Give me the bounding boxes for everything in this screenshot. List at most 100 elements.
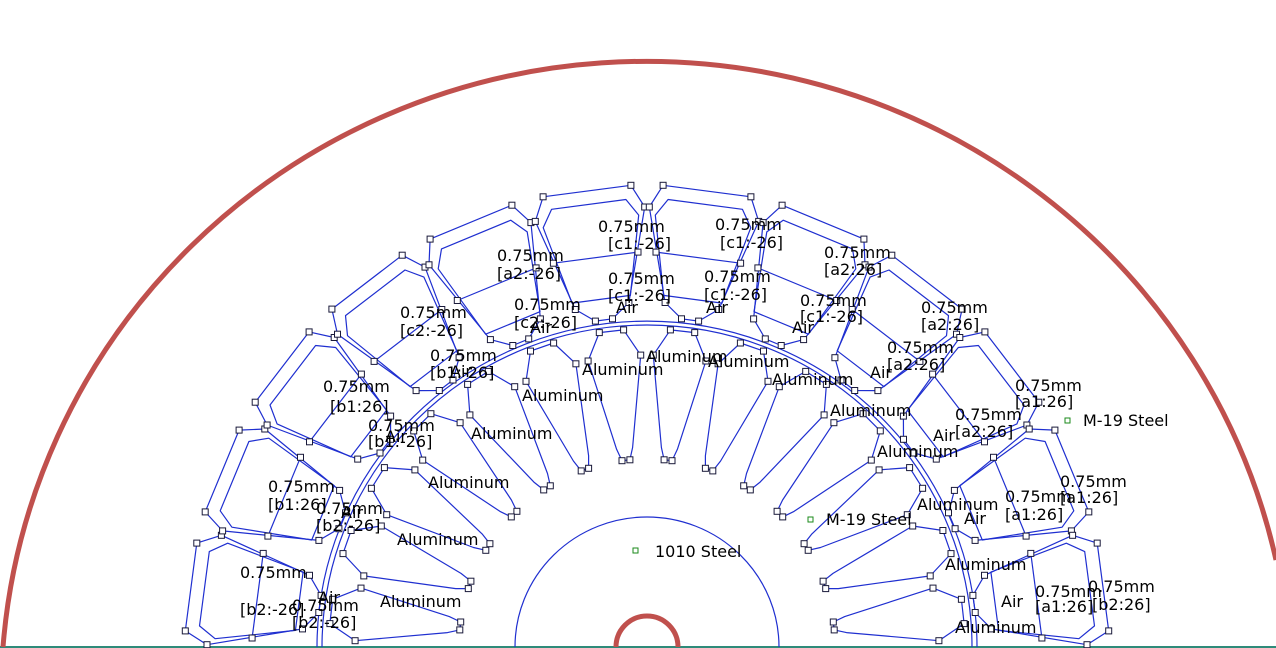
mesh-node[interactable] xyxy=(691,329,699,337)
mesh-node[interactable] xyxy=(219,527,227,535)
mesh-node[interactable] xyxy=(620,326,628,334)
mesh-node[interactable] xyxy=(874,387,882,395)
mesh-node[interactable] xyxy=(860,235,868,243)
mesh-node[interactable] xyxy=(264,532,272,540)
mesh-node[interactable] xyxy=(899,412,907,420)
mesh-node[interactable] xyxy=(1085,508,1093,516)
mesh-node[interactable] xyxy=(900,435,907,443)
mesh-node[interactable] xyxy=(929,370,937,378)
mesh-node[interactable] xyxy=(981,328,989,336)
mesh-node[interactable] xyxy=(549,259,557,267)
mesh-node[interactable] xyxy=(1083,641,1091,648)
mesh-node[interactable] xyxy=(666,326,674,334)
mesh-node[interactable] xyxy=(737,259,745,267)
mesh-node[interactable] xyxy=(618,457,626,465)
mesh-node[interactable] xyxy=(910,449,918,457)
mesh-node[interactable] xyxy=(370,357,378,365)
mesh-node[interactable] xyxy=(203,641,211,648)
mesh-node[interactable] xyxy=(916,357,924,365)
mesh-node[interactable] xyxy=(939,527,947,534)
block-marker[interactable] xyxy=(632,547,639,554)
mesh-node[interactable] xyxy=(645,203,653,211)
mesh-node[interactable] xyxy=(820,411,828,419)
mesh-node[interactable] xyxy=(595,329,603,337)
mesh-node[interactable] xyxy=(1035,398,1043,406)
mesh-node[interactable] xyxy=(829,618,837,626)
mesh-node[interactable] xyxy=(659,181,667,189)
mesh-node[interactable] xyxy=(830,419,838,427)
mesh-node[interactable] xyxy=(609,315,616,323)
mesh-node[interactable] xyxy=(532,264,540,272)
mesh-node[interactable] xyxy=(572,360,580,368)
mesh-node[interactable] xyxy=(1025,425,1033,433)
mesh-node[interactable] xyxy=(777,342,785,349)
mesh-node[interactable] xyxy=(859,410,867,418)
mesh-node[interactable] xyxy=(990,453,997,461)
mesh-node[interactable] xyxy=(435,387,443,394)
mesh-node[interactable] xyxy=(746,486,754,494)
mesh-node[interactable] xyxy=(513,507,521,515)
mesh-node[interactable] xyxy=(701,464,709,472)
mesh-node[interactable] xyxy=(412,387,420,395)
mesh-node[interactable] xyxy=(387,435,394,443)
mesh-node[interactable] xyxy=(709,467,717,475)
mesh-node[interactable] xyxy=(484,367,492,375)
mesh-node[interactable] xyxy=(464,585,472,593)
mesh-node[interactable] xyxy=(508,201,516,209)
mesh-node[interactable] xyxy=(678,315,685,323)
mesh-node[interactable] xyxy=(865,263,873,271)
mesh-node[interactable] xyxy=(775,383,783,391)
mesh-node[interactable] xyxy=(875,466,883,474)
mesh-node[interactable] xyxy=(536,315,544,323)
mesh-node[interactable] xyxy=(1093,539,1101,547)
mesh-node[interactable] xyxy=(305,328,313,336)
mesh-node[interactable] xyxy=(903,511,911,519)
mesh-node[interactable] xyxy=(822,585,830,593)
mesh-node[interactable] xyxy=(981,571,988,579)
mesh-node[interactable] xyxy=(360,572,368,580)
mesh-node[interactable] xyxy=(926,572,934,580)
mesh-node[interactable] xyxy=(888,251,896,259)
mesh-node[interactable] xyxy=(464,380,472,388)
mesh-node[interactable] xyxy=(969,591,977,599)
mesh-node[interactable] xyxy=(383,511,391,519)
mesh-node[interactable] xyxy=(627,181,635,189)
mesh-node[interactable] xyxy=(747,193,755,201)
mesh-node[interactable] xyxy=(455,354,463,362)
mesh-node[interactable] xyxy=(750,315,758,323)
mesh-node[interactable] xyxy=(773,507,781,515)
block-marker[interactable] xyxy=(807,516,814,523)
mesh-node[interactable] xyxy=(411,466,419,474)
mesh-node[interactable] xyxy=(819,577,827,585)
mesh-node[interactable] xyxy=(831,354,839,362)
mesh-node[interactable] xyxy=(754,264,762,272)
mesh-node[interactable] xyxy=(919,484,927,492)
mesh-node[interactable] xyxy=(263,421,271,429)
mesh-node[interactable] xyxy=(778,201,786,209)
mesh-node[interactable] xyxy=(509,342,517,349)
mesh-node[interactable] xyxy=(950,486,958,494)
mesh-node[interactable] xyxy=(336,486,344,494)
mesh-node[interactable] xyxy=(625,299,633,306)
mesh-node[interactable] xyxy=(822,380,830,388)
mesh-node[interactable] xyxy=(695,317,703,325)
mesh-node[interactable] xyxy=(668,457,676,465)
mesh-node[interactable] xyxy=(457,618,465,626)
mesh-node[interactable] xyxy=(736,339,744,347)
mesh-node[interactable] xyxy=(259,549,267,557)
mesh-node[interactable] xyxy=(546,482,554,490)
mesh-node[interactable] xyxy=(1069,531,1077,539)
mesh-node[interactable] xyxy=(957,595,965,603)
mesh-node[interactable] xyxy=(830,626,838,634)
mesh-node[interactable] xyxy=(419,456,427,464)
mesh-node[interactable] xyxy=(398,251,406,259)
mesh-node[interactable] xyxy=(715,306,723,313)
mesh-node[interactable] xyxy=(802,367,810,375)
mesh-node[interactable] xyxy=(201,508,209,516)
mesh-node[interactable] xyxy=(297,453,304,461)
mesh-node[interactable] xyxy=(571,306,579,313)
mesh-node[interactable] xyxy=(951,525,959,533)
mesh-node[interactable] xyxy=(1051,426,1059,434)
mesh-node[interactable] xyxy=(539,193,547,201)
